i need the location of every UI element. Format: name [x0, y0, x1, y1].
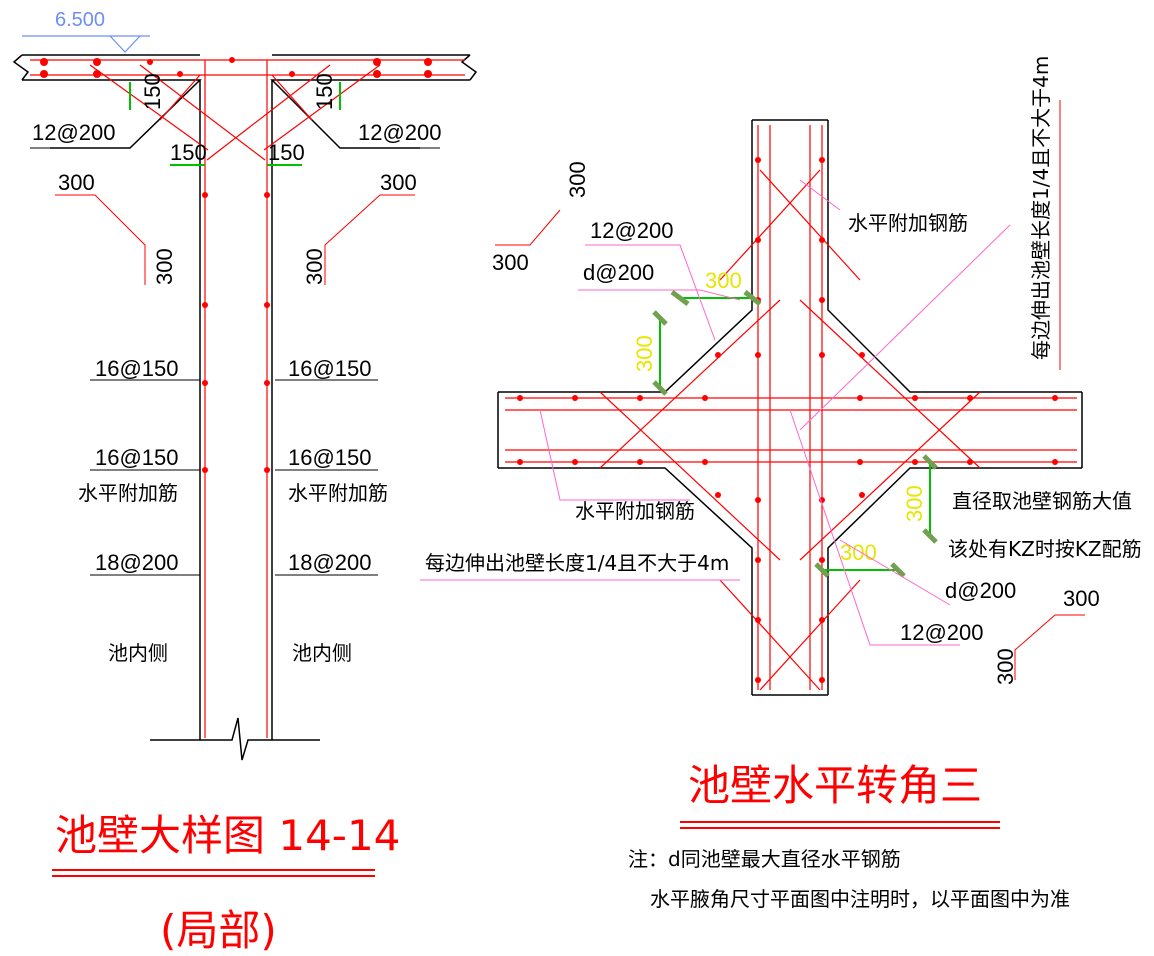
elevation-label: 6.500 — [55, 9, 105, 31]
dim-300-right-side: 300 — [302, 248, 327, 285]
rebar-d-label: d@200 — [583, 260, 654, 285]
dia-note: 直径取池壁钢筋大值 — [952, 489, 1132, 513]
dim-300-br-v: 300 — [993, 648, 1018, 685]
label-left-inner: 池内侧 — [108, 641, 168, 665]
label-left-18: 18@200 — [95, 550, 179, 575]
haunch-dim-left: 150 — [140, 73, 165, 110]
label-left-16b: 16@150 — [95, 445, 179, 470]
kz-note: 该处有KZ时按KZ配筋 — [948, 537, 1142, 561]
rebar-d2-label: d@200 — [945, 578, 1016, 603]
dim-300-right-top: 300 — [380, 170, 417, 195]
left-subtitle: (局部) — [160, 906, 277, 955]
rebar-12-label: 12@200 — [590, 218, 674, 243]
dim-300-left-side: 300 — [152, 248, 177, 285]
left-detail: 6.500 150 150 150 150 12@200 12@200 300 … — [12, 9, 478, 955]
label-right-16b: 16@150 — [288, 445, 372, 470]
label-right-inner: 池内侧 — [292, 641, 352, 665]
haunch-dim-bottom-left: 150 — [170, 140, 207, 165]
label-right-extra: 水平附加筋 — [288, 481, 388, 505]
haunch-300-h: 300 — [705, 268, 742, 293]
right-detail: 300 300 300 300 300 300 12@200 d@200 水平附… — [420, 56, 1142, 911]
label-right-18: 18@200 — [288, 550, 372, 575]
rebar-label-right: 12@200 — [358, 120, 442, 145]
note-line-1: 注：d同池壁最大直径水平钢筋 — [628, 847, 901, 871]
extra-top-label: 水平附加钢筋 — [848, 211, 968, 235]
right-title: 池壁水平转角三 — [688, 761, 982, 810]
left-title: 池壁大样图 14-14 — [55, 811, 400, 860]
dim-300-tl-h: 300 — [492, 250, 529, 275]
label-right-16a: 16@150 — [288, 356, 372, 381]
label-left-16a: 16@150 — [95, 356, 179, 381]
extend-vertical-label: 每边伸出池壁长度1/4且不大于4m — [1029, 56, 1053, 360]
haunch-300-v2: 300 — [902, 485, 927, 522]
extend-left-label: 每边伸出池壁长度1/4且不大于4m — [425, 551, 729, 575]
dim-300-tl-v: 300 — [565, 161, 590, 198]
rebar-12b-label: 12@200 — [900, 620, 984, 645]
elevation-marker: 6.500 — [22, 9, 150, 53]
dim-300-left-top: 300 — [58, 170, 95, 195]
extra-left-label: 水平附加钢筋 — [575, 499, 695, 523]
note-line-2: 水平腋角尺寸平面图中注明时，以平面图中为准 — [650, 887, 1070, 911]
rebar-label-left: 12@200 — [32, 120, 116, 145]
haunch-dim-right: 150 — [312, 73, 337, 110]
label-left-extra: 水平附加筋 — [78, 481, 178, 505]
haunch-dim-bottom-right: 150 — [268, 140, 305, 165]
dim-300-br-h: 300 — [1063, 586, 1100, 611]
haunch-300-v: 300 — [632, 335, 657, 372]
